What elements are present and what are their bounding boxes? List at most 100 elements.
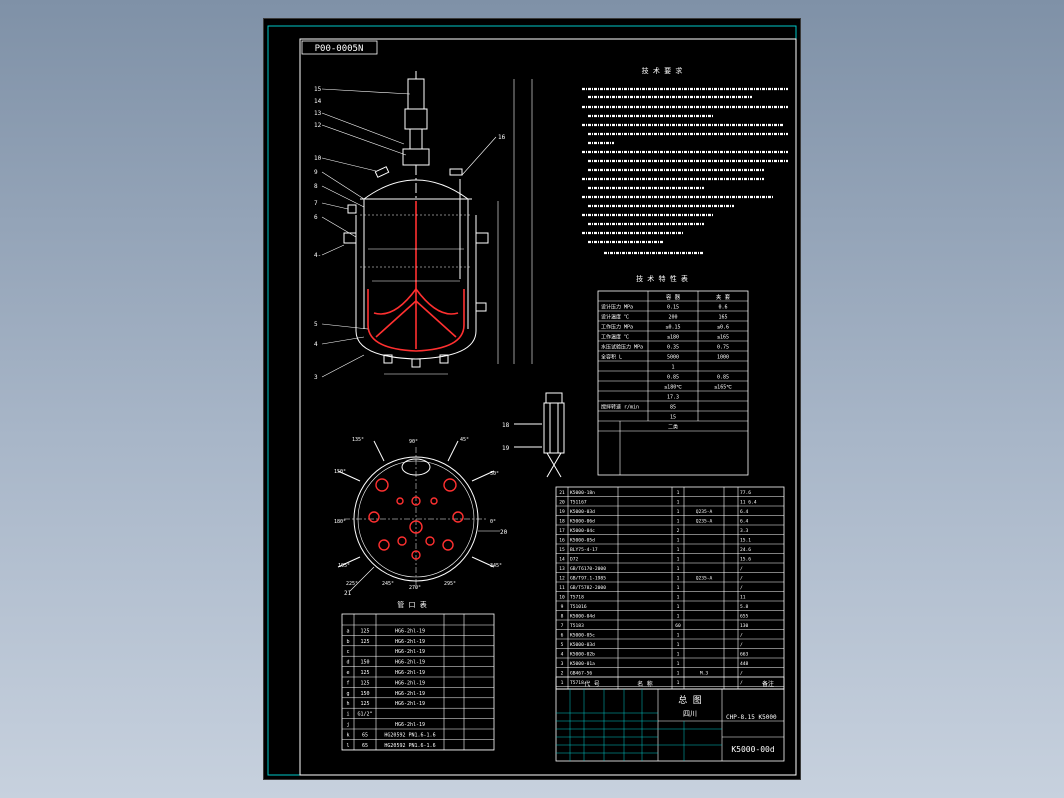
nozzle-dn: G1/2" <box>357 712 372 718</box>
part-note: 11 6.4 <box>740 500 757 506</box>
part-note: / <box>740 671 743 677</box>
part-code: GB/T97.1-1985 <box>570 576 606 582</box>
part-note: / <box>740 633 743 639</box>
svg-text:名 称: 名 称 <box>637 680 653 688</box>
part-number: 6 <box>561 633 564 639</box>
part-note: 6.4 <box>740 509 749 515</box>
part-note: 24.6 <box>740 547 751 553</box>
part-code: T51016 <box>570 604 587 610</box>
nozzle-mark: g <box>346 691 349 697</box>
svg-text:16: 16 <box>498 134 506 141</box>
svg-text:7: 7 <box>314 200 318 207</box>
svg-text:180°: 180° <box>334 519 346 525</box>
svg-text:12: 12 <box>314 122 322 129</box>
part-code: T5183 <box>570 623 584 629</box>
nozzle-standard: HG20592 PN1.6-1.6 <box>384 743 435 749</box>
svg-text:270°: 270° <box>409 585 421 591</box>
svg-text:295°: 295° <box>444 581 456 587</box>
part-material: Q235-A <box>696 509 713 515</box>
svg-text:45°: 45° <box>460 437 469 443</box>
tc-row-label: 搅拌转速 r/min <box>601 404 639 411</box>
part-material: Q235-A <box>696 576 713 582</box>
tc-row-label: 工作温度 ℃ <box>601 334 629 341</box>
drawing-sheet: P00-0005N <box>263 18 801 780</box>
svg-text:245°: 245° <box>382 581 394 587</box>
nozzle-mark: d <box>346 660 349 666</box>
part-material: M.3 <box>700 671 709 677</box>
tc-row-value-jacket: 0.85 <box>717 375 729 381</box>
tc-row-value-jacket: ≤165 <box>717 335 729 341</box>
svg-text:150°: 150° <box>334 469 346 475</box>
svg-text:19: 19 <box>502 445 510 452</box>
part-number: 20 <box>559 500 565 506</box>
part-qty: 1 <box>677 642 680 648</box>
part-note: 15.1 <box>740 538 751 544</box>
part-number: 14 <box>559 557 565 563</box>
part-code: GB/T6170-2000 <box>570 566 606 572</box>
part-qty: 1 <box>677 566 680 572</box>
part-note: 5.8 <box>740 604 749 610</box>
agitator-impeller <box>367 201 465 352</box>
svg-text:6: 6 <box>314 214 318 221</box>
part-number: 15 <box>559 547 565 553</box>
title-block-drawing-number: K5000-00d <box>731 745 775 754</box>
tc-row-value-jacket: ≤165℃ <box>714 385 732 391</box>
part-number: 12 <box>559 576 565 582</box>
part-number: 5 <box>561 642 564 648</box>
part-code: K5000-02b <box>570 652 595 658</box>
nozzle-dn: 125 <box>360 680 369 686</box>
tc-row-value-vessel: ≤0.15 <box>665 325 680 331</box>
part-code: K5000-06d <box>570 519 595 525</box>
svg-text:225°: 225° <box>346 581 358 587</box>
svg-text:夹 套: 夹 套 <box>716 293 731 301</box>
part-note: / <box>740 585 743 591</box>
title-block-model: CHP-8.15 K5000 <box>726 714 777 721</box>
svg-text:容 器: 容 器 <box>666 293 681 301</box>
part-note: 655 <box>740 614 749 620</box>
svg-text:135°: 135° <box>352 437 364 443</box>
part-number: 7 <box>561 623 564 629</box>
part-note: 15.6 <box>740 557 751 563</box>
part-note: 663 <box>740 652 749 658</box>
part-number: 19 <box>559 509 565 515</box>
nozzle-mark: j <box>346 722 349 728</box>
tc-row-value-vessel: 1 <box>671 365 674 371</box>
part-note: 6.4 <box>740 519 749 525</box>
svg-text:30°: 30° <box>490 471 499 477</box>
svg-text:15: 15 <box>314 86 322 93</box>
tc-row-value-jacket: ≤0.6 <box>717 325 729 331</box>
drawing-number-tag-text: P00-0005N <box>315 44 364 54</box>
part-code: K5000-03d <box>570 642 595 648</box>
svg-text:18: 18 <box>502 422 510 429</box>
part-qty: 60 <box>675 623 681 629</box>
drawing-number-tag <box>301 40 378 55</box>
part-code: K5000-04d <box>570 614 595 620</box>
part-note: 130 <box>740 623 749 629</box>
svg-text:代 号: 代 号 <box>584 680 600 688</box>
tc-row-value-vessel: 17.3 <box>667 395 679 401</box>
part-code: BLY75-4-17 <box>570 547 598 553</box>
part-qty: 1 <box>677 671 680 677</box>
nozzle-standard: HG6-2hl-19 <box>395 691 425 697</box>
nozzle-standard: HG6-2hl-19 <box>395 639 425 645</box>
vessel-plan-view: 90°135°45° 150°30° 180°0° 195°345° 225°2… <box>334 437 508 597</box>
svg-text:8: 8 <box>314 183 318 190</box>
nozzle-dn: 150 <box>360 660 369 666</box>
part-note: 3.3 <box>740 528 749 534</box>
part-qty: 1 <box>677 604 680 610</box>
nozzle-mark: l <box>346 743 349 749</box>
parts-list-header: 代 号 名 称 备注 <box>555 676 785 690</box>
tc-row-value-jacket: 1000 <box>717 355 729 361</box>
part-code: T5718 <box>570 595 584 601</box>
part-qty: 1 <box>677 490 680 496</box>
part-code: GB467-56 <box>570 671 592 677</box>
title-block-name-sub: 四川 <box>683 710 697 718</box>
nozzle-standard: HG6-2hl-19 <box>395 628 425 634</box>
svg-text:20: 20 <box>500 529 508 536</box>
nozzle-dn: 125 <box>360 628 369 634</box>
part-number: 13 <box>559 566 565 572</box>
svg-text:备注: 备注 <box>762 680 774 688</box>
nozzle-mark: c <box>346 649 349 655</box>
